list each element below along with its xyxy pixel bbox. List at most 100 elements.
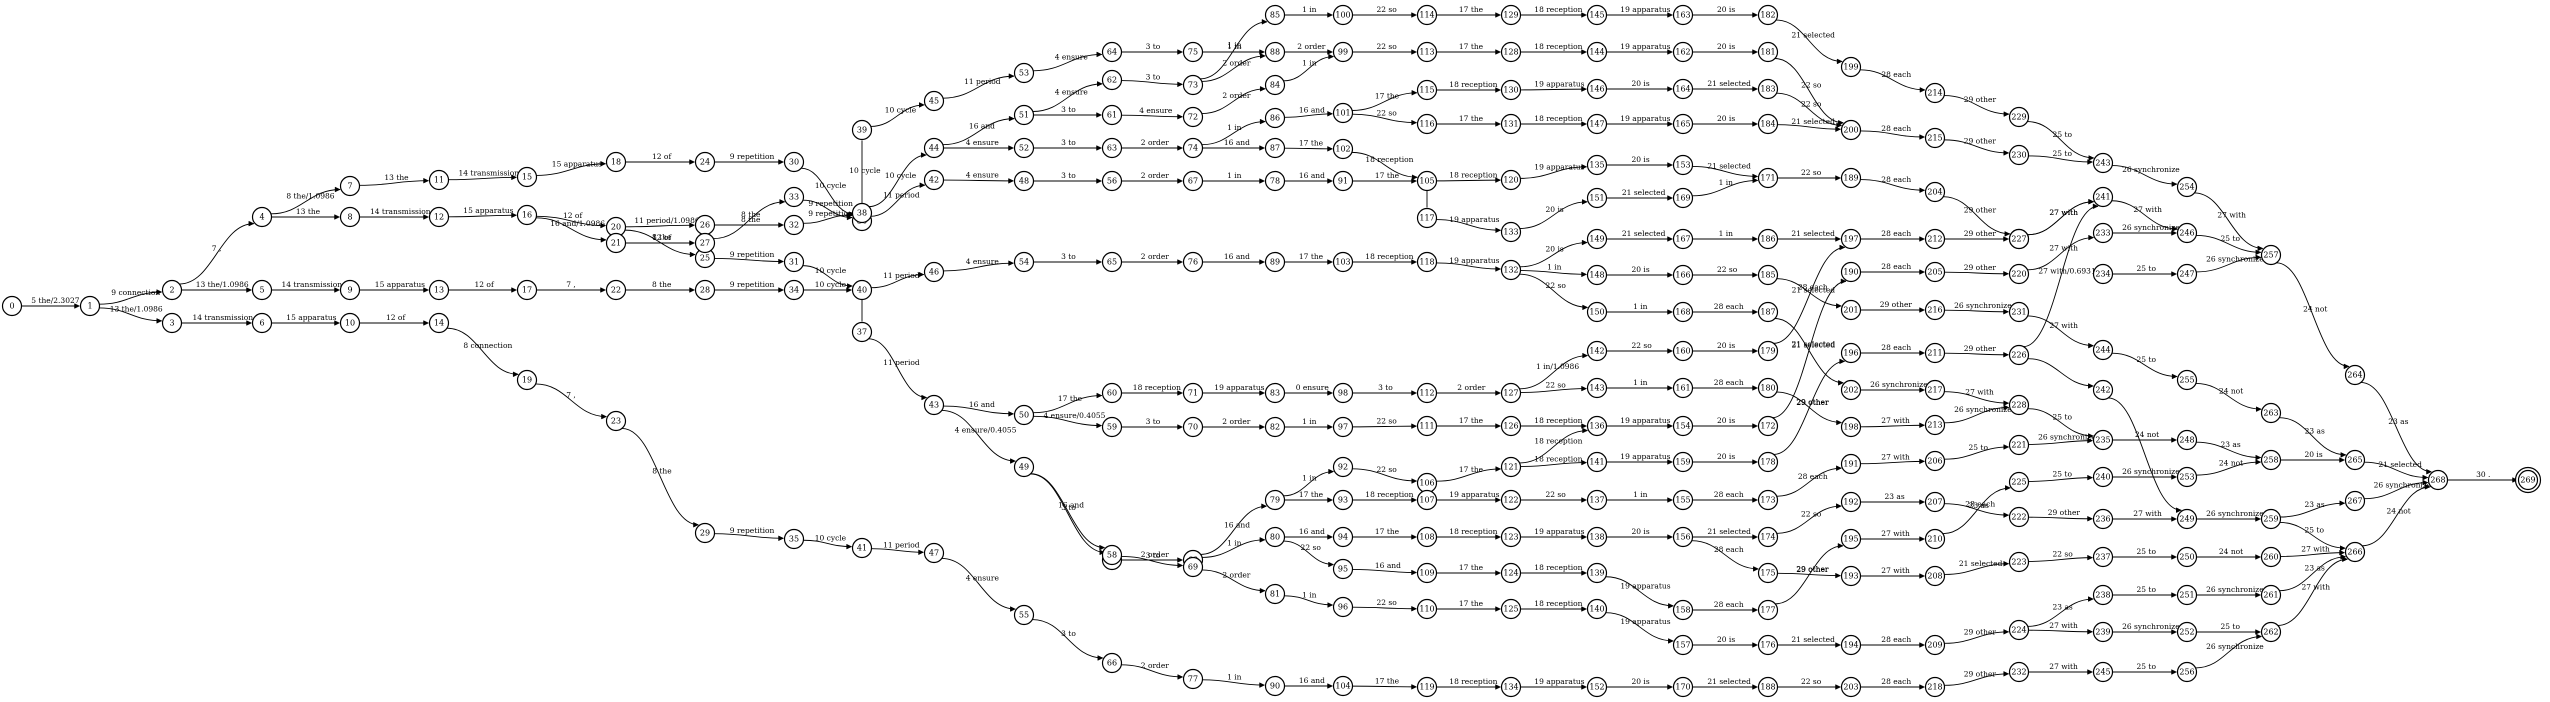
edge-arrowhead [1667, 385, 1674, 391]
node-208: 208 [1924, 565, 1946, 587]
edge-199-214: 28 each [1860, 69, 1926, 93]
edge-203-218: 28 each [1860, 677, 1926, 690]
edge-arrowhead [2255, 254, 2262, 261]
node-circle [2176, 508, 2198, 530]
edge-arrowhead [1008, 115, 1015, 122]
node-label: 190 [1843, 268, 1858, 277]
edge-arrowhead [1328, 53, 1335, 60]
node-label: 33 [789, 193, 799, 202]
node-201: 201 [1840, 299, 1862, 321]
edge-arrowhead [1667, 534, 1674, 540]
node-circle [2092, 546, 2114, 568]
edge-arrowhead [1835, 572, 1842, 579]
edge-4-7: 8 the/1.0986 [270, 186, 341, 215]
edge-line [2111, 200, 2178, 230]
edge-arrowhead [1327, 110, 1334, 117]
node-label: 24 [700, 158, 710, 167]
node-circle [605, 279, 627, 301]
node-label: 112 [1419, 389, 1434, 398]
edge-arrowhead [2171, 373, 2178, 380]
edge-arrowhead [1495, 121, 1502, 127]
edge-arrowhead [1919, 684, 1926, 690]
edge-label: 19 apparatus [1449, 490, 1499, 499]
node-label: 177 [1760, 606, 1775, 615]
node-circle [1101, 69, 1123, 91]
node-105: 105 [1416, 170, 1438, 192]
node-circle [1416, 170, 1438, 192]
node-label: 141 [1589, 458, 1604, 467]
node-97: 97 [1332, 416, 1354, 438]
node-circle [2092, 621, 2114, 643]
node-154: 154 [1672, 415, 1694, 437]
edge-12-16: 15 apparatus [448, 206, 518, 219]
edge-arrowhead [689, 251, 696, 258]
edge-155-173: 28 each [1692, 490, 1759, 503]
node-14: 14 [428, 312, 450, 334]
edge-arrowhead [1836, 303, 1842, 309]
edge-268-269: 30 . [2447, 470, 2519, 483]
edge-label: 10 cycle [885, 171, 917, 180]
edge-label: 21 selected [1792, 285, 1836, 294]
node-label: 128 [1503, 48, 1518, 57]
edge-arrowhead [1835, 684, 1842, 690]
node-35: 35 [783, 528, 805, 550]
edge-line [1121, 664, 1183, 678]
node-circle [1013, 456, 1035, 478]
edge-237-250: 25 to [2112, 547, 2178, 560]
node-label: 164 [1675, 85, 1690, 94]
node-label: 185 [1760, 271, 1775, 280]
node-circle [1586, 415, 1608, 437]
edge-line [2276, 262, 2349, 367]
edge-label: 30 . [2476, 470, 2490, 479]
edge-108-123: 18 reception [1436, 527, 1502, 540]
edge-label: 18 reception [1365, 252, 1413, 261]
edge-55-66: 3 to [1032, 619, 1104, 661]
edge-arrowhead [779, 199, 786, 205]
node-87: 87 [1264, 137, 1286, 159]
edge-arrowhead [1259, 390, 1266, 396]
edge-arrowhead [1836, 122, 1843, 129]
node-label: 119 [1419, 683, 1434, 692]
node-24: 24 [694, 151, 716, 173]
edge-154-172: 20 is [1692, 416, 1759, 429]
node-label: 118 [1419, 258, 1434, 267]
node-circle [923, 169, 945, 191]
edge-0-1: 5 the/2.3027 [21, 296, 81, 309]
edge-arrowhead [1328, 561, 1335, 568]
node-circle [1586, 340, 1608, 362]
edge-arrowhead [1495, 87, 1502, 93]
node-circle [2176, 176, 2198, 198]
edge-arrowhead [1259, 587, 1266, 594]
edge-259-266: 25 to [2279, 522, 2346, 551]
node-99: 99 [1332, 41, 1354, 63]
edge-label: 19 apparatus [1534, 677, 1584, 686]
node-7: 7 [339, 175, 361, 197]
edge-label: 29 other [1964, 229, 1997, 238]
node-61: 61 [1101, 104, 1123, 126]
edge-label: 17 the [1299, 490, 1324, 499]
edge-label: 28 each [1714, 302, 1744, 311]
edge-line [1944, 271, 2009, 275]
node-label: 0 [9, 302, 14, 311]
node-label: 221 [2011, 441, 2026, 450]
edge-arrowhead [2003, 512, 2010, 518]
edge-label: 29 other [1796, 398, 1829, 407]
edge-line [1352, 468, 1417, 482]
edge-label: 2 order [1222, 417, 1250, 426]
node-label: 223 [2011, 558, 2026, 567]
node-circle [339, 279, 361, 301]
node-circle [1757, 526, 1779, 548]
edge-label: 18 reception [1534, 416, 1582, 425]
edge-label: 26 synchronize [2374, 481, 2432, 490]
edge-label: 27 with [1965, 387, 1994, 396]
node-circle [1672, 154, 1694, 176]
edge-label: 23 as [1969, 501, 1989, 510]
edge-226-242 [2027, 358, 2094, 389]
edge-51-61: 3 to [1033, 105, 1103, 118]
node-circle [79, 295, 101, 317]
node-circle [1672, 489, 1694, 511]
edge-187-202: 21 selected [1774, 318, 1844, 386]
edge-label: 3 to [1061, 105, 1076, 114]
node-circle [1840, 119, 1862, 141]
edge-arrowhead [1495, 390, 1502, 396]
